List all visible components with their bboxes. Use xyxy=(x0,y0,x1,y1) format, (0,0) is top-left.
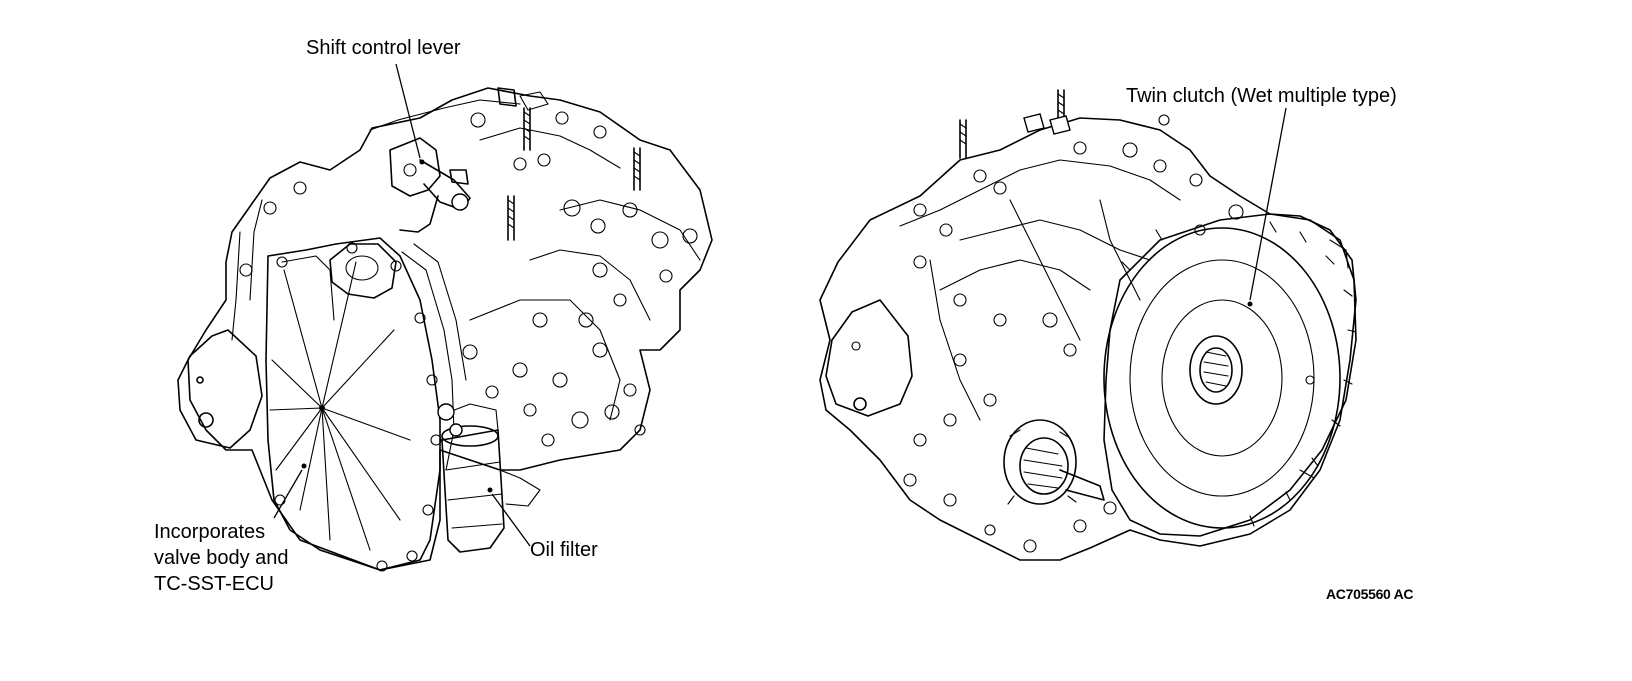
right-studs xyxy=(959,89,1071,159)
left-transmission-drawing xyxy=(177,87,713,572)
output-shaft-drawing xyxy=(1003,419,1105,505)
right-transmission-drawing xyxy=(819,89,1357,561)
twin-clutch-drawing xyxy=(1103,213,1357,537)
oil-filter-drawing xyxy=(437,403,505,553)
valve-body-label-line3: TC-SST-ECU xyxy=(154,573,274,595)
right-case-bolts xyxy=(903,114,1244,553)
leader-lines xyxy=(273,63,1287,547)
figure-code-label: AC705560 AC xyxy=(1326,586,1414,602)
twin-clutch-label: Twin clutch (Wet multiple type) xyxy=(1126,85,1397,107)
left-studs xyxy=(507,107,641,241)
shift-control-lever-label: Shift control lever xyxy=(306,37,461,59)
oil-filter-label: Oil filter xyxy=(530,539,598,561)
left-case-bolts xyxy=(462,199,698,447)
valve-body-label-line1: Incorporates xyxy=(154,521,266,543)
valve-body-label-line2: valve body and xyxy=(154,547,289,569)
cover-ribs xyxy=(269,261,411,551)
